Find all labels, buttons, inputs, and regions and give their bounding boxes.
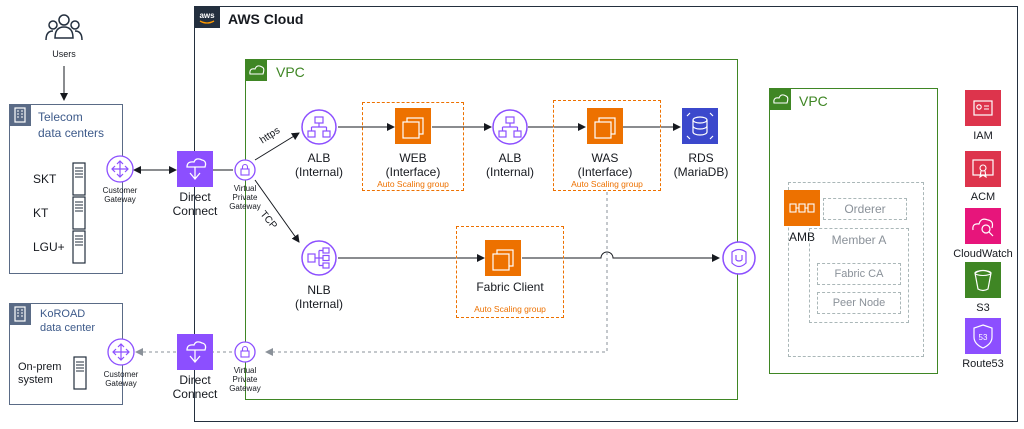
alb-label: ALB (Internal) [294, 151, 344, 179]
rds-label: RDS (MariaDB) [673, 151, 729, 179]
amb-icon [784, 190, 820, 226]
alb-icon [300, 108, 338, 151]
customer-gateway-icon [106, 337, 136, 372]
vpg-label: Virtual Private Gateway [229, 184, 261, 211]
ec2-icon [587, 108, 623, 144]
was-asg-frame [553, 100, 661, 191]
customer-gateway-icon [105, 154, 135, 189]
s3-label: S3 [976, 302, 990, 314]
rds-icon [682, 108, 718, 144]
web-asg-frame [362, 102, 464, 191]
cloudwatch-label: CloudWatch [953, 248, 1013, 260]
cloudwatch-icon [965, 208, 1001, 244]
server-icon [73, 356, 87, 395]
peer-node-box [817, 292, 901, 314]
virtual-private-gateway-icon [233, 340, 257, 369]
https-arrow [254, 132, 300, 161]
acm-label: ACM [970, 191, 996, 203]
vpc-main-frame [245, 59, 738, 400]
svg-text:53: 53 [979, 333, 988, 342]
nlb-label: NLB (Internal) [294, 283, 344, 311]
orderer-label: Orderer [844, 202, 886, 216]
iam-label: IAM [973, 130, 993, 142]
koroad-title-1: KoROAD [40, 308, 86, 320]
aws-logo-icon: aws [194, 6, 220, 28]
telecom-datacenter-frame [9, 104, 123, 274]
isp-label: SKT [33, 172, 57, 186]
tcp-arrow [254, 179, 300, 243]
direct-connect-label: Direct Connect [172, 373, 218, 401]
isp-label: KT [33, 206, 49, 220]
fabric-asg-frame [456, 226, 564, 318]
aws-cloud-title: AWS Cloud [228, 11, 304, 27]
server-icon [72, 162, 86, 201]
nlb-icon [300, 239, 338, 282]
direct-connect-icon [177, 334, 213, 370]
amb-network-frame [788, 182, 924, 357]
route53-label: Route53 [962, 358, 1004, 370]
amb-label: AMB [788, 230, 815, 244]
alb-label: ALB (Internal) [485, 151, 535, 179]
vpc-main-title: VPC [276, 64, 305, 80]
users-icon [44, 12, 84, 51]
building-icon [9, 303, 31, 325]
server-icon [72, 196, 86, 235]
acm-icon [965, 151, 1001, 187]
ec2-icon [485, 240, 521, 276]
ec2-icon [395, 108, 431, 144]
route53-icon: 53 [965, 318, 1001, 354]
was-asg-label: Auto Scaling group [571, 179, 643, 189]
isp-label: LGU+ [33, 240, 65, 254]
fabric-ca-label: Fabric CA [834, 268, 884, 280]
was-label: WAS (Interface) [577, 151, 633, 179]
aws-cloud-frame [194, 6, 1018, 422]
vpc-cloud-icon [245, 59, 267, 81]
fabric-ca-box [817, 263, 901, 285]
orderer-box [823, 198, 907, 220]
vpc-right-frame [769, 88, 938, 374]
member-box [809, 228, 909, 323]
koroad-title-2: data center [40, 322, 96, 334]
building-icon [9, 104, 31, 126]
web-label: WEB (Interface) [385, 151, 441, 179]
vpc-cloud-icon [769, 88, 791, 110]
iam-icon [965, 90, 1001, 126]
member-label: Member A [831, 233, 887, 247]
web-asg-label: Auto Scaling group [377, 179, 449, 189]
vpg-label: Virtual Private Gateway [229, 366, 261, 393]
peer-node-label: Peer Node [832, 297, 886, 309]
onprem-system-label: On-prem system [18, 361, 62, 386]
customer-gateway-label: Customer Gateway [103, 370, 139, 389]
s3-icon [965, 262, 1001, 298]
direct-connect-label: Direct Connect [172, 190, 218, 218]
svg-text:aws: aws [199, 11, 215, 20]
users-label: Users [52, 49, 76, 59]
telecom-title-2: data centers [38, 126, 105, 140]
fabric-client-label: Fabric Client [476, 280, 544, 294]
vpc-endpoint-icon [721, 240, 757, 281]
direct-connect-icon [177, 151, 213, 187]
telecom-title-1: Telecom [38, 110, 83, 124]
server-icon [72, 230, 86, 269]
alb-icon [491, 108, 529, 151]
virtual-private-gateway-icon [233, 158, 257, 187]
vpc-right-title: VPC [799, 93, 828, 109]
fabric-asg-label: Auto Scaling group [474, 304, 546, 314]
customer-gateway-label: Customer Gateway [102, 186, 138, 205]
